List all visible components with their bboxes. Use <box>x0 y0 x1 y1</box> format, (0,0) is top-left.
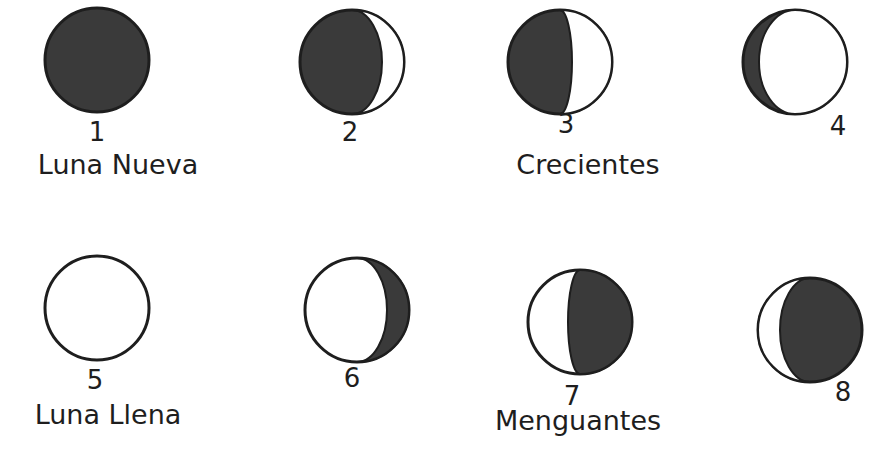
moon-phase <box>743 10 847 114</box>
lit-part <box>759 10 847 114</box>
callout-number: 2 <box>342 119 359 145</box>
callout-number: 3 <box>558 111 575 137</box>
lit-part <box>560 10 612 114</box>
phase-label: Crecientes <box>516 151 659 178</box>
moon-phase <box>305 258 409 362</box>
dark-part <box>568 270 632 374</box>
callout-number: 6 <box>344 365 361 391</box>
callout-number: 1 <box>89 119 106 145</box>
dark-part <box>357 258 409 362</box>
phase-label: Menguantes <box>495 407 661 434</box>
moon-phase <box>45 8 149 112</box>
phase-label: Luna Llena <box>35 401 182 428</box>
callout-number: 5 <box>87 367 104 393</box>
callout-number: 4 <box>830 113 847 139</box>
lit-part <box>758 278 810 382</box>
moon-phase <box>508 10 612 114</box>
moon-phase <box>758 278 862 382</box>
phase-label: Luna Nueva <box>38 151 198 178</box>
moon-phase <box>45 256 149 360</box>
lit-part <box>352 10 404 114</box>
moon-phase <box>528 270 632 374</box>
moon-phase <box>300 10 404 114</box>
callout-number: 7 <box>564 383 581 409</box>
callout-number: 8 <box>835 379 852 405</box>
